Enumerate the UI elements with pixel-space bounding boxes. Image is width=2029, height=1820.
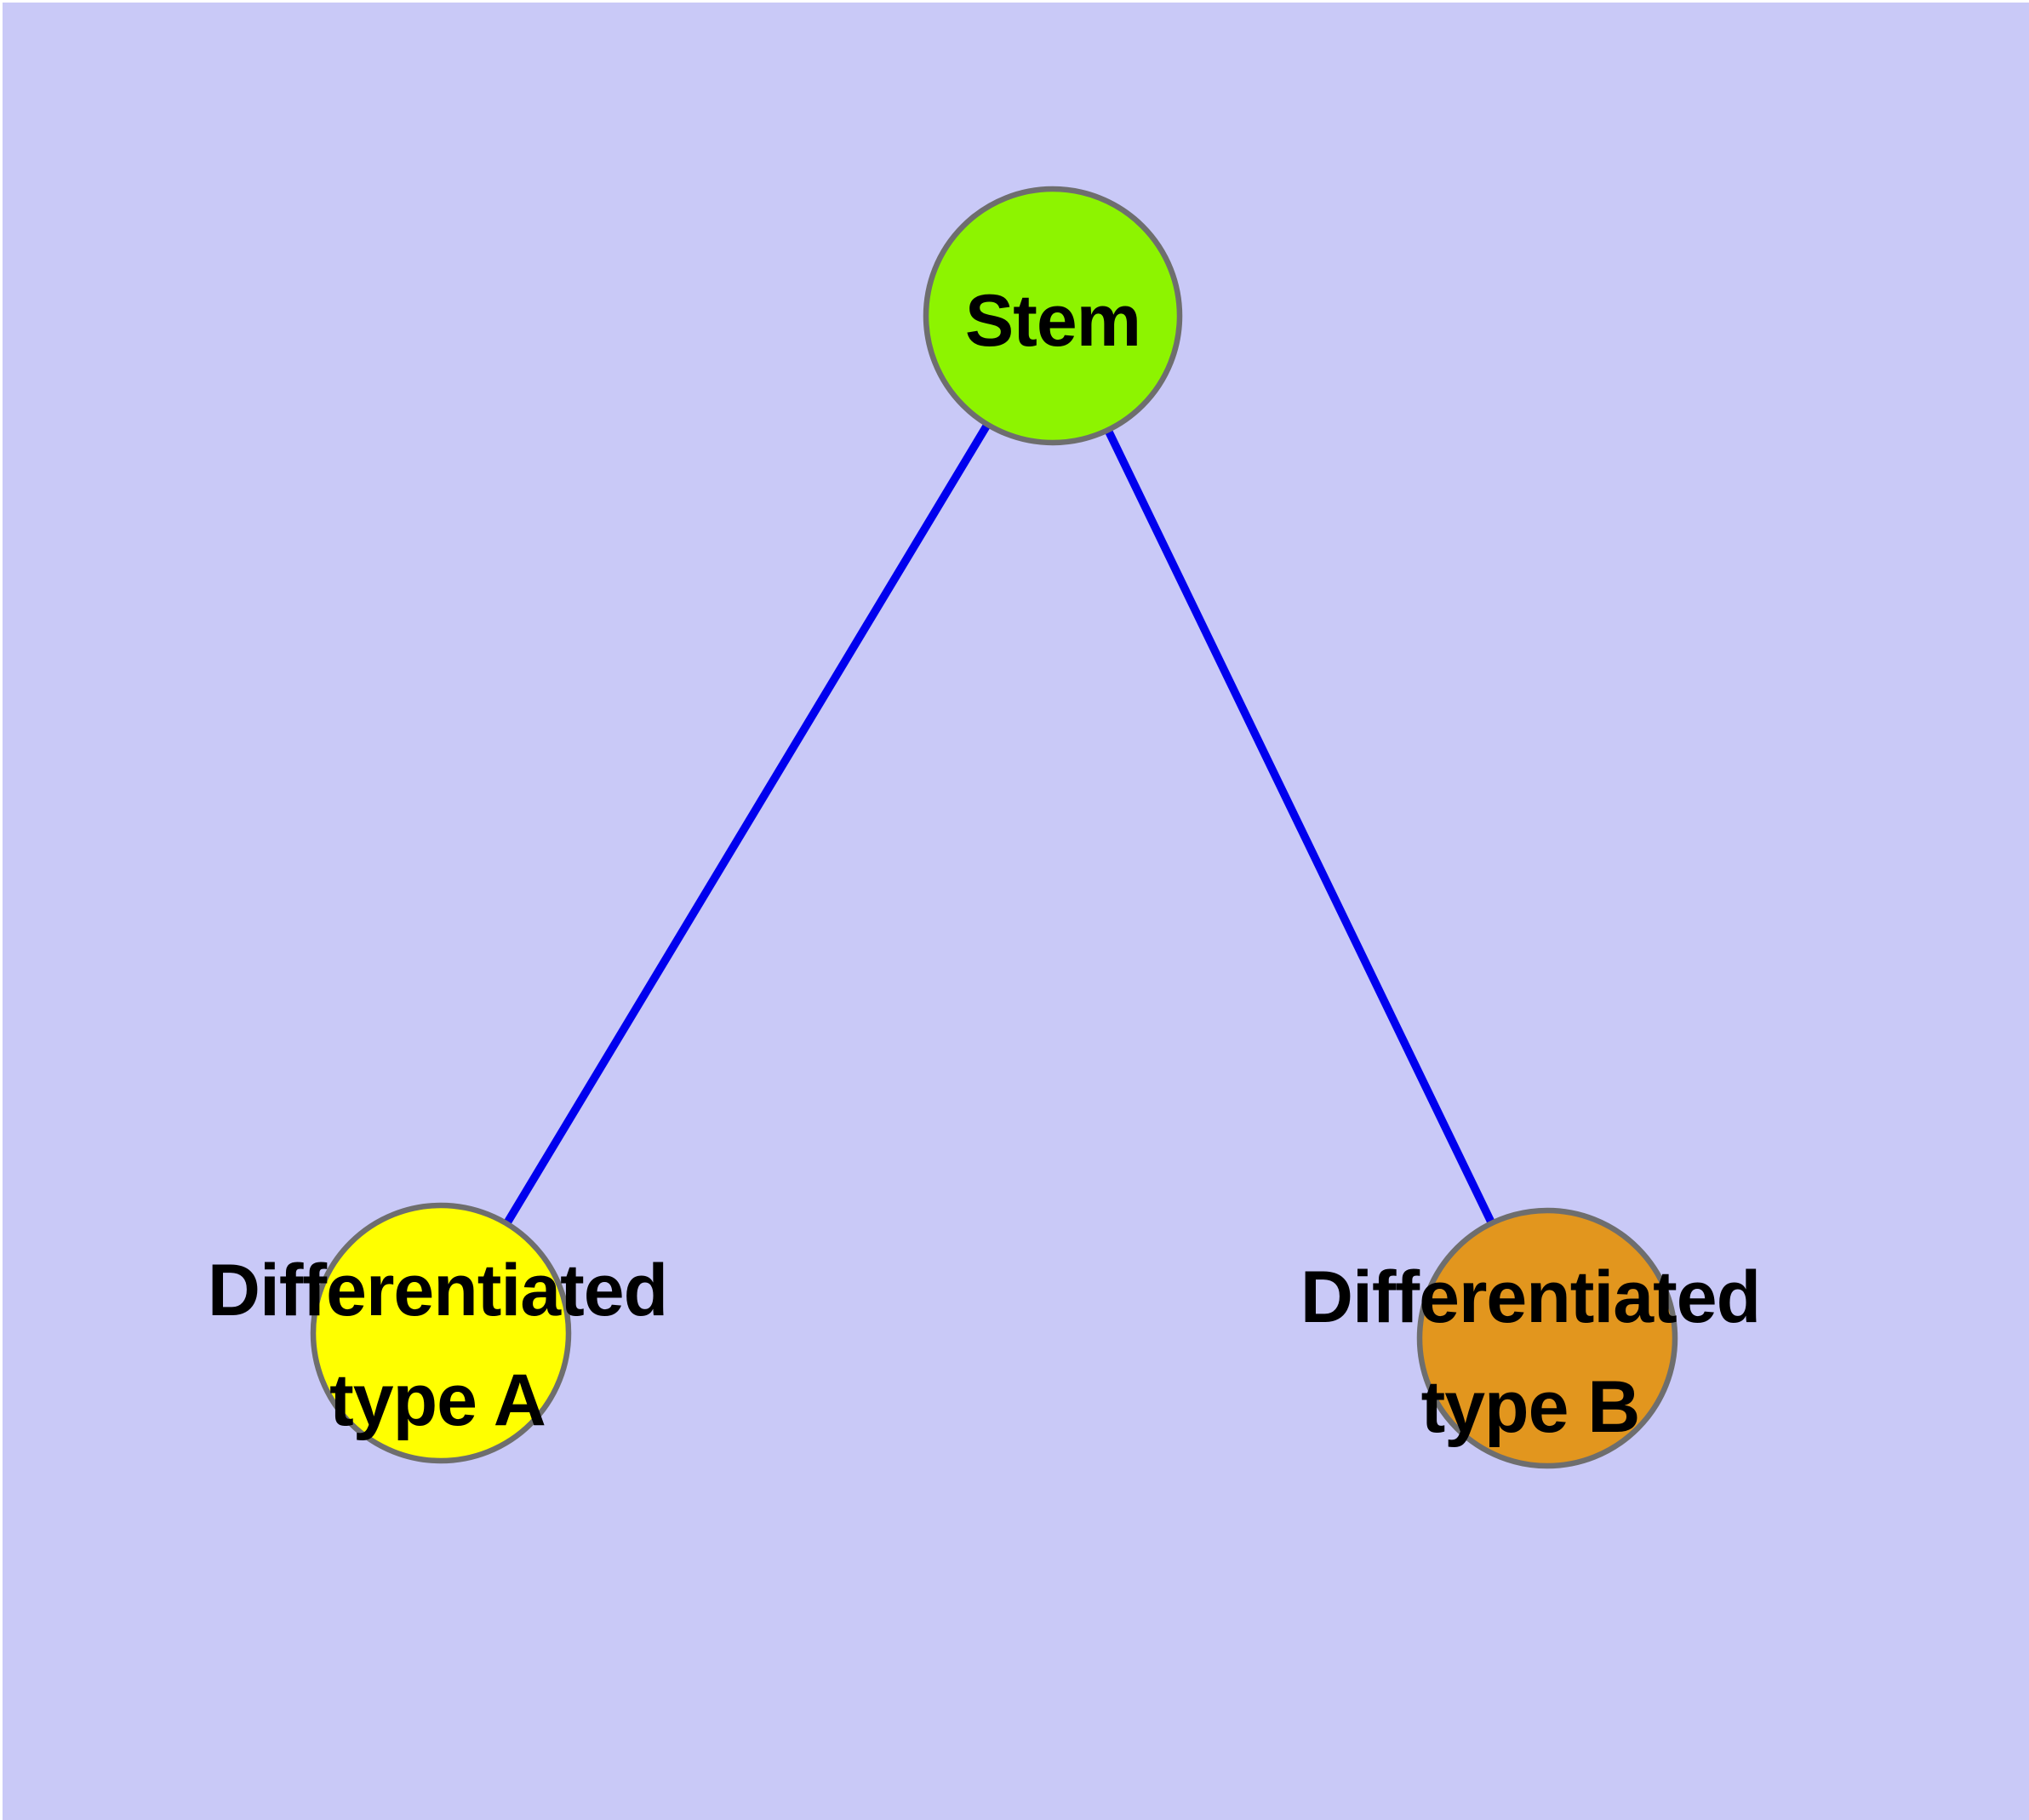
- node-stem: [923, 186, 1183, 446]
- node-type-b-label-line2: type B: [1421, 1366, 1640, 1448]
- node-type-b-label-line1: Differentiated: [1300, 1256, 1760, 1338]
- edge-stem-to-type-a: [437, 313, 1057, 1336]
- node-type-a-label-line1: Differentiated: [208, 1250, 667, 1331]
- node-differentiated-type-b: [1416, 1207, 1678, 1469]
- node-differentiated-type-a: [310, 1202, 572, 1464]
- edge-stem-to-type-b: [1049, 313, 1552, 1341]
- node-stem-label: Stem: [965, 280, 1140, 362]
- node-type-a-label-line2: type A: [329, 1359, 546, 1441]
